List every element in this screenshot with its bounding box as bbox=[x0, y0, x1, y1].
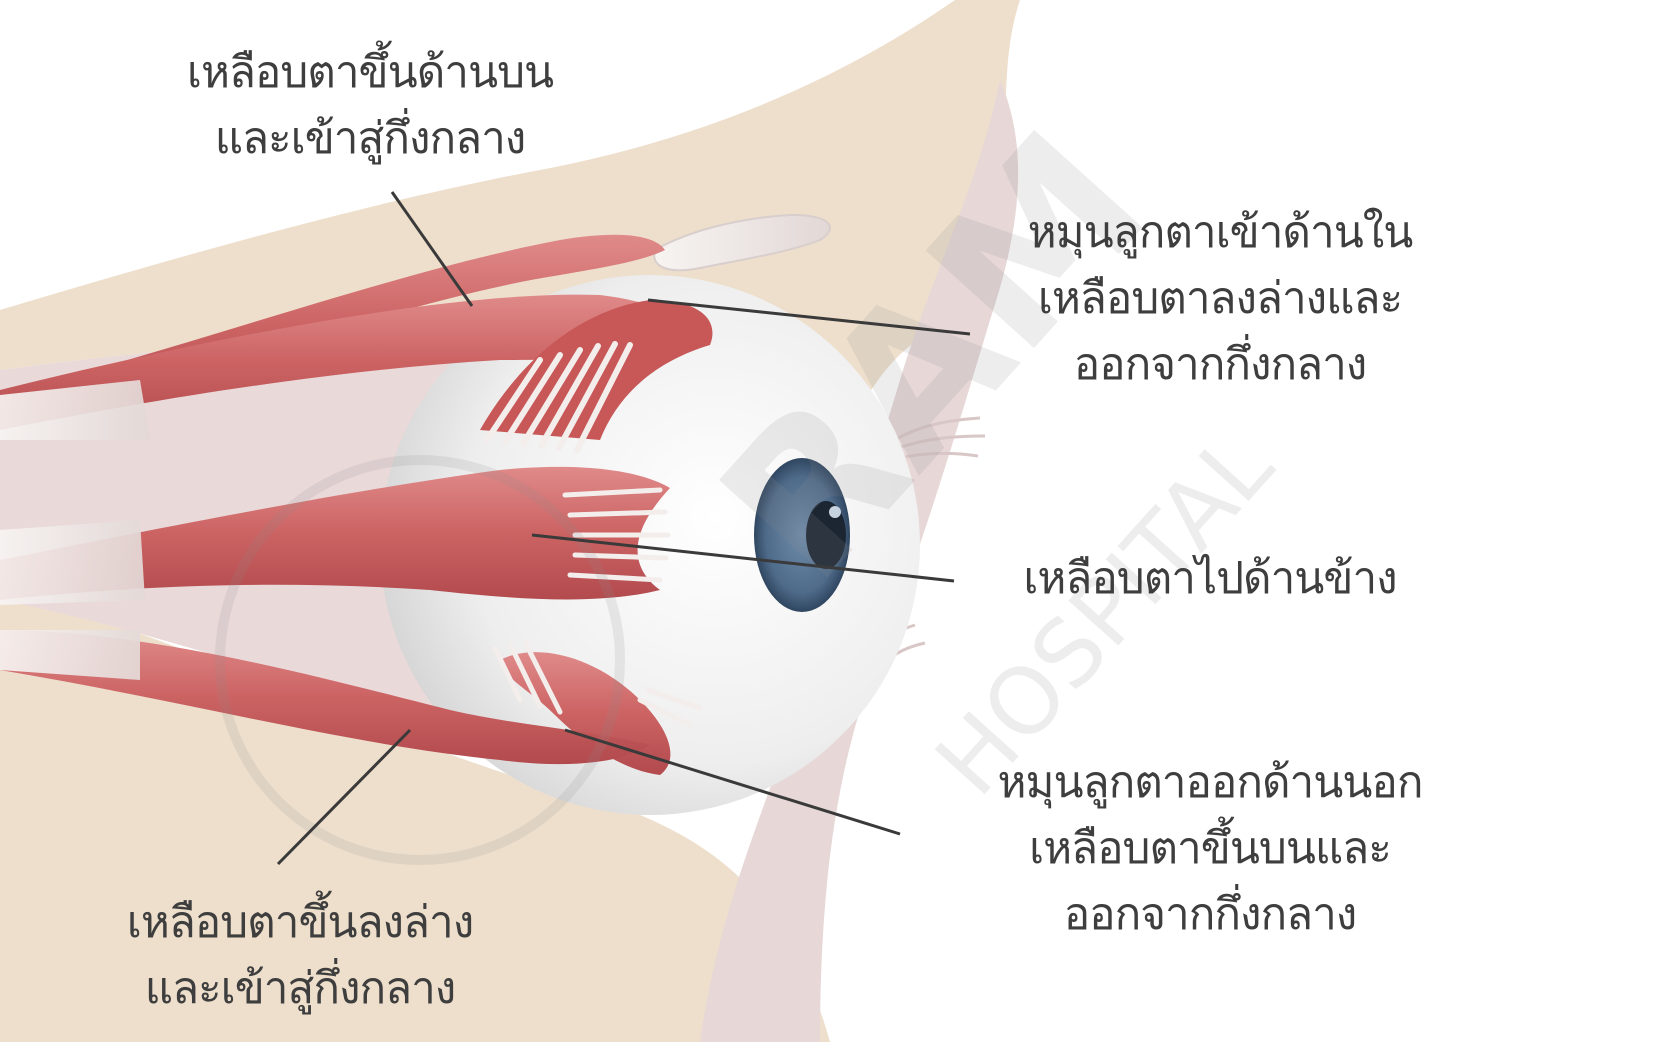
origin-tendons bbox=[0, 380, 150, 680]
label-inferior-rectus: เหลือบตาขึ้นลงล่าง และเข้าสู่กึ่งกลาง bbox=[70, 890, 530, 1022]
superior-rectus-muscle bbox=[0, 294, 700, 430]
leader-superior-rectus bbox=[390, 191, 474, 307]
trochlea-tendon bbox=[653, 213, 831, 272]
label-superior-oblique-line-3: ออกจากกึ่งกลาง bbox=[1073, 339, 1368, 390]
superior-rectus-tendon-fibers bbox=[484, 341, 633, 453]
label-superior-oblique-line-1: หมุนลูกตาเข้าด้านใน bbox=[1027, 207, 1414, 258]
lateral-rectus-tendon-fibers bbox=[562, 487, 671, 583]
label-lateral-rectus: เหลือบตาไปด้านข้าง bbox=[990, 546, 1430, 612]
leader-lines bbox=[276, 191, 971, 866]
leader-inferior-rectus bbox=[276, 728, 412, 866]
lateral-rectus-muscle bbox=[0, 466, 670, 600]
label-inferior-rectus-line-1: เหลือบตาขึ้นลงล่าง bbox=[126, 897, 474, 948]
label-inferior-oblique-line-2: เหลือบตาขึ้นบนและ bbox=[1029, 823, 1392, 874]
leader-lateral-rectus bbox=[531, 533, 955, 583]
label-superior-oblique-line-2: เหลือบตาลงล่างและ bbox=[1037, 273, 1403, 324]
label-superior-oblique: หมุนลูกตาเข้าด้านใน เหลือบตาลงล่างและ ออ… bbox=[990, 200, 1450, 398]
iris-highlight bbox=[829, 506, 841, 518]
superior-rectus-fan bbox=[480, 300, 713, 440]
label-inferior-oblique: หมุนลูกตาออกด้านนอก เหลือบตาขึ้นบนและ ออ… bbox=[940, 750, 1480, 948]
leader-inferior-oblique bbox=[564, 728, 901, 836]
iris bbox=[754, 458, 850, 612]
label-lateral-rectus-line-1: เหลือบตาไปด้านข้าง bbox=[1023, 553, 1397, 604]
label-inferior-oblique-line-3: ออกจากกึ่งกลาง bbox=[1063, 889, 1358, 940]
label-inferior-oblique-line-1: หมุนลูกตาออกด้านนอก bbox=[997, 757, 1424, 808]
label-superior-rectus: เหลือบตาขึ้นด้านบน และเข้าสู่กึ่งกลาง bbox=[140, 40, 600, 172]
label-superior-rectus-line-1: เหลือบตาขึ้นด้านบน bbox=[186, 47, 554, 98]
inferior-oblique-tendon-fibers bbox=[492, 639, 703, 728]
label-inferior-rectus-line-2: และเข้าสู่กึ่งกลาง bbox=[144, 963, 457, 1014]
leader-superior-oblique bbox=[647, 298, 971, 336]
pupil bbox=[806, 501, 846, 569]
label-superior-rectus-line-2: และเข้าสู่กึ่งกลาง bbox=[214, 113, 527, 164]
inferior-rectus-muscle bbox=[0, 630, 650, 765]
